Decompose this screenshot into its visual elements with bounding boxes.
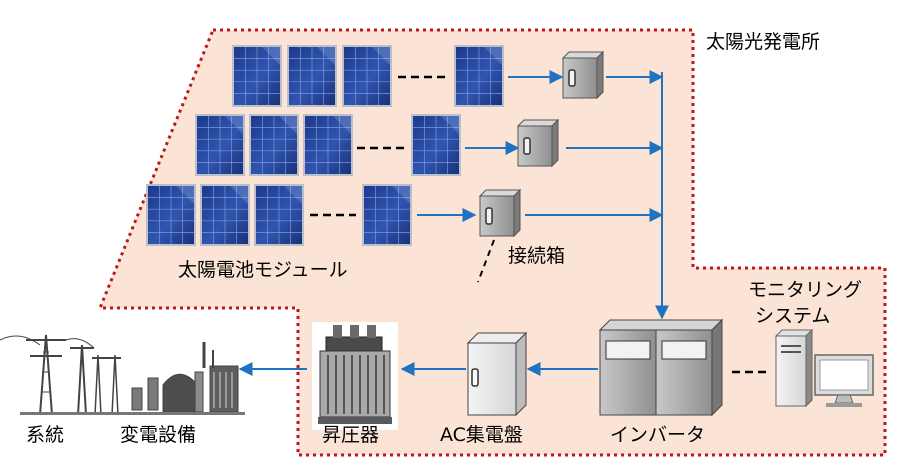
ac-panel-label: AC集電盤 xyxy=(440,424,523,446)
junction-box-icon xyxy=(517,119,559,167)
solar-panel-icon xyxy=(194,113,246,177)
computer-icon xyxy=(774,328,874,408)
inverter-label: インバータ xyxy=(610,424,705,446)
solar-panel-icon xyxy=(453,44,505,108)
grid-label: 系統 xyxy=(26,424,64,446)
transformer-icon xyxy=(312,322,398,430)
solar-panel-icon xyxy=(248,113,300,177)
solar-panel-icon xyxy=(410,113,462,177)
solar-panel-icon xyxy=(231,44,283,108)
substation-label: 変電設備 xyxy=(120,424,196,446)
inverter-cabinet-icon xyxy=(598,318,724,417)
solar-panel-icon xyxy=(253,183,305,247)
solar-panel-icon xyxy=(302,113,354,177)
junction-box-leader xyxy=(477,239,495,283)
power-tower-icon xyxy=(0,334,121,416)
junction-box-label: 接続箱 xyxy=(508,245,565,267)
solar-panel-icon xyxy=(145,183,197,247)
modules-label: 太陽電池モジュール xyxy=(178,259,348,281)
plant-label: 太陽光発電所 xyxy=(706,31,820,53)
junction-box-icon xyxy=(562,51,604,99)
monitoring-label-line2: システム xyxy=(755,305,830,327)
solar-panel-icon xyxy=(341,44,393,108)
solar-panel-icon xyxy=(361,183,413,247)
monitoring-label-line1: モニタリング xyxy=(748,279,862,301)
transformer-label: 昇圧器 xyxy=(322,424,379,446)
junction-box-icon xyxy=(479,189,521,237)
substation-icon xyxy=(20,342,245,415)
solar-panel-icon xyxy=(199,183,251,247)
ac-panel-cabinet-icon xyxy=(466,331,528,417)
solar-panel-icon xyxy=(286,44,338,108)
